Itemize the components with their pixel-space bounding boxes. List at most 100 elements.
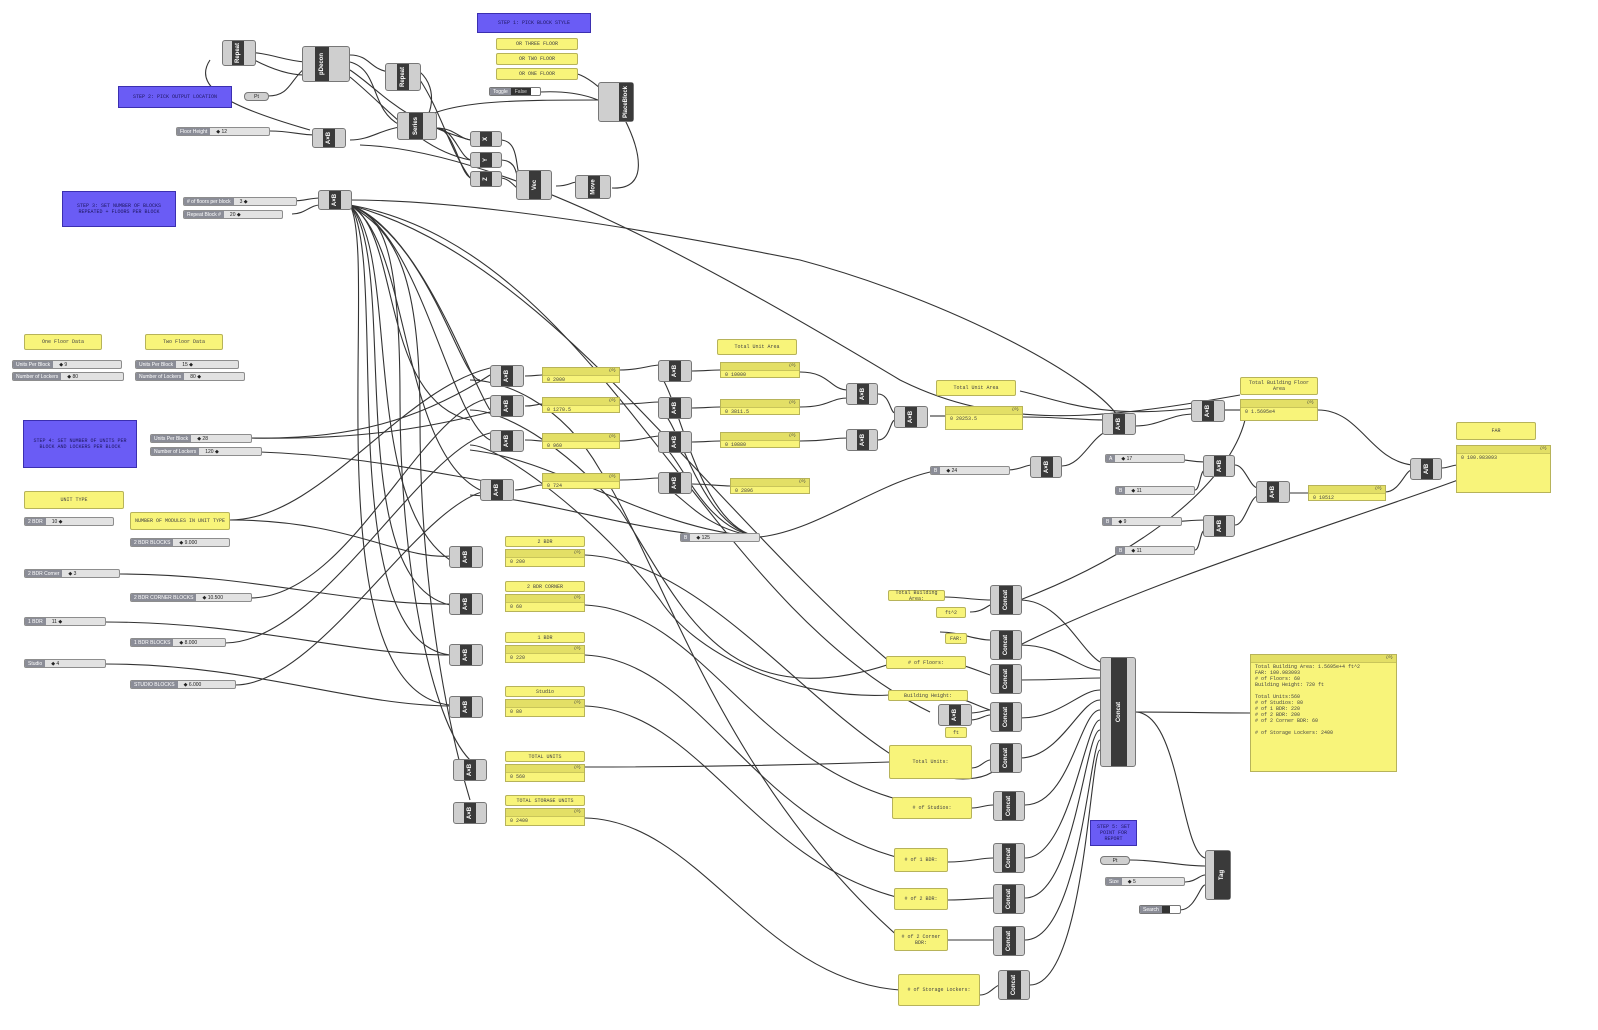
2bdr-blocks-slider[interactable]: 2 BDR BLOCKS ◆ 9.000 bbox=[130, 538, 230, 547]
multiply-component-18[interactable]: A×B bbox=[1203, 515, 1235, 537]
floor-height-slider[interactable]: Floor Height ◆ 12 bbox=[176, 127, 270, 136]
divide-component[interactable]: A/B bbox=[1410, 458, 1442, 480]
repeat-component-2[interactable]: Repeat bbox=[385, 63, 421, 91]
multiply-component-2[interactable]: A×B bbox=[318, 190, 352, 210]
concat-component-4[interactable]: Concat bbox=[990, 702, 1022, 732]
one-floor-data-note[interactable]: One Floor Data bbox=[24, 334, 102, 350]
one-floor-units-slider[interactable]: Units Per Block ◆ 9 bbox=[12, 360, 122, 369]
three-floor-units-slider[interactable]: Units Per Block ◆ 28 bbox=[150, 434, 252, 443]
panel-studio[interactable]: {0}0 80 bbox=[505, 699, 585, 717]
concat-component-5[interactable]: Concat bbox=[990, 743, 1022, 773]
concat-component-3[interactable]: Concat bbox=[990, 664, 1022, 694]
multiply-component-12[interactable]: A×B bbox=[846, 429, 878, 451]
1bdr-label[interactable]: # of 1 BDR: bbox=[894, 848, 948, 872]
x-component[interactable]: X bbox=[470, 131, 502, 147]
tag-component[interactable]: Tag bbox=[1205, 850, 1231, 900]
multiply-component-8[interactable]: A×B bbox=[658, 397, 692, 419]
floors-per-block-slider[interactable]: # of floors per block 3 ◆ bbox=[183, 197, 297, 206]
panel-2bdr-corner[interactable]: {0}0 60 bbox=[505, 594, 585, 612]
ft2-label[interactable]: ft^2 bbox=[936, 607, 966, 618]
multiply-component-6[interactable]: A×B bbox=[480, 479, 514, 501]
multiply-component-10[interactable]: A×B bbox=[658, 472, 692, 494]
concat-component-8[interactable]: Concat bbox=[993, 884, 1025, 914]
panel-area-10000[interactable]: {0}0 10000 bbox=[720, 362, 800, 378]
panel-2bdr[interactable]: {0}0 200 bbox=[505, 549, 585, 567]
concat-component-7[interactable]: Concat bbox=[993, 843, 1025, 873]
placeblock-component[interactable]: PlaceBlock bbox=[598, 82, 634, 122]
building-height-label[interactable]: Building Height: bbox=[888, 690, 968, 701]
multiply-component-17[interactable]: A×B bbox=[1203, 455, 1235, 477]
multiply-component-15[interactable]: A×B bbox=[1102, 413, 1136, 435]
2bdr-corner-blocks-slider[interactable]: 2 BDR CORNER BLOCKS ◆ 10.500 bbox=[130, 593, 252, 602]
panel-area-20253[interactable]: {0}0 20253.5 bbox=[945, 406, 1023, 430]
multiply-component-4[interactable]: A×B bbox=[490, 395, 524, 417]
three-floor-note[interactable]: OR THREE FLOOR bbox=[496, 38, 578, 50]
report-panel[interactable]: {0} Total Building Area: 1.5695e+4 ft^2 … bbox=[1250, 654, 1397, 772]
floors-label[interactable]: # of Floors: bbox=[886, 656, 966, 669]
panel-area-2000[interactable]: {0}0 2000 bbox=[542, 367, 620, 383]
total-units-label[interactable]: Total Units: bbox=[889, 745, 972, 779]
size-slider[interactable]: Size ◆ 5 bbox=[1105, 877, 1185, 886]
1bdr-blocks-slider[interactable]: 1 BDR BLOCKS ◆ 8.000 bbox=[130, 638, 226, 647]
1bdr-note[interactable]: 1 BDR bbox=[505, 632, 585, 643]
1bdr-slider[interactable]: 1 BDR 11 ◆ bbox=[24, 617, 106, 626]
2bdr-corner-note[interactable]: 2 BDR CORNER bbox=[505, 581, 585, 592]
total-unit-area-note-a[interactable]: Total Unit Area bbox=[717, 339, 797, 355]
pt-param-2[interactable]: Pt bbox=[1100, 856, 1130, 865]
b-125-slider[interactable]: B ◆ 125 bbox=[680, 533, 760, 542]
repeat-component-1[interactable]: Repeat bbox=[222, 40, 256, 66]
concat-component-9[interactable]: Concat bbox=[993, 926, 1025, 956]
storage-label[interactable]: # of Storage Lockers: bbox=[898, 974, 980, 1006]
multiply-component-19[interactable]: A×B bbox=[1256, 481, 1290, 503]
panel-area-724[interactable]: {0}0 724 bbox=[542, 473, 620, 489]
2corner-label[interactable]: # of 2 Corner BDR: bbox=[894, 929, 948, 951]
panel-total-storage[interactable]: {0}0 2400 bbox=[505, 808, 585, 826]
multiply-component-23[interactable]: A×B bbox=[449, 696, 483, 718]
series-component[interactable]: Series bbox=[397, 112, 437, 140]
boolean-toggle[interactable]: Toggle False bbox=[489, 87, 541, 96]
pdecon-component[interactable]: pDecon bbox=[302, 46, 350, 82]
z-component[interactable]: Z bbox=[470, 171, 502, 187]
a-17-slider[interactable]: A ◆ 17 bbox=[1105, 454, 1185, 463]
panel-10512[interactable]: {0}0 10512 bbox=[1308, 485, 1386, 501]
multiply-component-11[interactable]: A×B bbox=[846, 383, 878, 405]
panel-area-2896[interactable]: {0}0 2896 bbox=[730, 478, 810, 494]
multiply-component-9[interactable]: A×B bbox=[658, 431, 692, 453]
panel-area-960[interactable]: {0}0 960 bbox=[542, 433, 620, 449]
multiply-component-14[interactable]: A×B bbox=[1030, 456, 1062, 478]
multiply-component-24[interactable]: A×B bbox=[453, 759, 487, 781]
b-11-slider-b[interactable]: B ◆ 11 bbox=[1115, 546, 1195, 555]
concat-component-1[interactable]: Concat bbox=[990, 585, 1022, 615]
vec-component[interactable]: Vec bbox=[516, 170, 552, 200]
two-floor-units-slider[interactable]: Units Per Block 15 ◆ bbox=[135, 360, 239, 369]
total-unit-area-note-b[interactable]: Total Unit Area bbox=[936, 380, 1016, 396]
b-24-slider[interactable]: B ◆ 24 bbox=[930, 466, 1010, 475]
multiply-component-20[interactable]: A×B bbox=[449, 546, 483, 568]
one-floor-note[interactable]: OR ONE FLOOR bbox=[496, 68, 578, 80]
panel-area-3811[interactable]: {0}0 3811.5 bbox=[720, 399, 800, 415]
two-floor-note[interactable]: OR TWO FLOOR bbox=[496, 53, 578, 65]
multiply-component-5[interactable]: A×B bbox=[490, 430, 524, 452]
studio-slider[interactable]: Studio ◆ 4 bbox=[24, 659, 106, 668]
panel-area-10880[interactable]: {0}0 10880 bbox=[720, 432, 800, 448]
pt-param-1[interactable]: Pt bbox=[244, 92, 269, 101]
unit-type-note[interactable]: UNIT TYPE bbox=[24, 491, 124, 509]
ft-label[interactable]: ft bbox=[945, 727, 967, 738]
y-component[interactable]: Y bbox=[470, 152, 502, 168]
modules-note[interactable]: NUMBER OF MODULES IN UNIT TYPE bbox=[130, 512, 230, 530]
total-storage-note[interactable]: TOTAL STORAGE UNITS bbox=[505, 795, 585, 806]
multiply-component-13[interactable]: A×B bbox=[894, 406, 928, 428]
multiply-component-16[interactable]: A×B bbox=[1191, 400, 1225, 422]
2bdr-label[interactable]: # of 2 BDR: bbox=[894, 888, 948, 910]
total-building-floor-area-note[interactable]: Total Building Floor Area bbox=[1240, 377, 1318, 395]
panel-floor-area[interactable]: {0}0 1.5695e4 bbox=[1240, 399, 1318, 421]
two-floor-lockers-slider[interactable]: Number of Lockers 80 ◆ bbox=[135, 372, 245, 381]
search-toggle[interactable]: Search bbox=[1139, 905, 1181, 914]
2bdr-slider[interactable]: 2 BDR 10 ◆ bbox=[24, 517, 114, 526]
multiply-component-7[interactable]: A×B bbox=[658, 360, 692, 382]
repeat-block-slider[interactable]: Repeat Block # 20 ◆ bbox=[183, 210, 283, 219]
2bdr-corner-slider[interactable]: 2 BDR Corner ◆ 3 bbox=[24, 569, 120, 578]
two-floor-data-note[interactable]: Two Floor Data bbox=[145, 334, 223, 350]
2bdr-note[interactable]: 2 BDR bbox=[505, 536, 585, 547]
multiply-component-26[interactable]: A×B bbox=[938, 704, 972, 726]
